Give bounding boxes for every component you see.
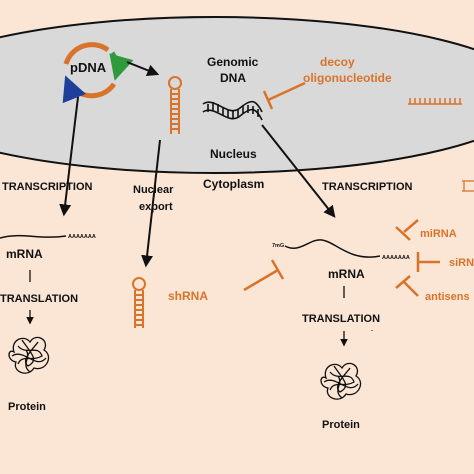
genomic-dna-helix-icon	[202, 100, 263, 121]
decoy-label-line1: decoy	[320, 55, 355, 69]
genomic-dna-label-line2: DNA	[220, 71, 246, 85]
arrow-pdna-to-hairpin	[126, 61, 160, 77]
sirna-inhibition-symbol	[416, 252, 440, 272]
partial-oligo-icon	[462, 180, 474, 192]
nuclear-export-label-line2: export	[139, 201, 173, 213]
cap-7mg-label: 7mG	[272, 243, 284, 249]
polya-left-label: AAAAAAA	[68, 234, 96, 240]
shrna-inhibition-symbol	[243, 259, 285, 292]
sirna-label: siRN	[449, 257, 474, 269]
arrow-pdna-transcription	[59, 96, 79, 217]
nuclear-shrna-hairpin-icon	[168, 76, 182, 134]
pdna-label: pDNA	[70, 60, 107, 75]
decoy-inhibition-symbol	[262, 81, 306, 110]
cytoplasm-label: Cytoplasm	[203, 177, 264, 191]
plasmid-pdna-icon	[62, 42, 134, 104]
left-mrna-strand	[0, 234, 67, 239]
mrna-right-label: mRNA	[328, 267, 365, 281]
nucleus-label: Nucleus	[210, 147, 257, 161]
antisense-label: antisens	[425, 291, 470, 303]
mirna-inhibition-symbol	[395, 219, 419, 241]
transcription-right-label: TRANSCRIPTION	[322, 181, 413, 193]
right-mrna-strand	[284, 239, 381, 258]
mrna-left-label: mRNA	[6, 247, 43, 261]
translation-right-label: TRANSLATION	[302, 313, 380, 325]
nuclear-export-label-line1: Nuclear	[133, 184, 174, 196]
cytoplasmic-shrna-hairpin-icon	[132, 277, 146, 328]
decoy-label-line2: oligonucleotide	[303, 71, 392, 85]
arrow-genomic-transcription	[261, 124, 336, 218]
protein-left-label: Protein	[8, 401, 46, 413]
mirna-label: miRNA	[420, 228, 457, 240]
protein-right-label: Protein	[322, 419, 360, 431]
decoy-oligonucleotide-icon	[408, 98, 462, 105]
genomic-dna-label-line1: Genomic	[207, 55, 259, 69]
shrna-label: shRNA	[168, 289, 208, 303]
translation-left-label: TRANSLATION	[0, 293, 78, 305]
polya-right-label: AAAAAAA	[382, 255, 410, 261]
arrow-nuclear-export	[141, 139, 161, 268]
protein-left-icon	[8, 336, 50, 374]
protein-right-icon	[320, 362, 362, 400]
antisense-inhibition-symbol	[395, 275, 419, 297]
transcription-left-label: TRANSCRIPTION	[2, 181, 93, 193]
